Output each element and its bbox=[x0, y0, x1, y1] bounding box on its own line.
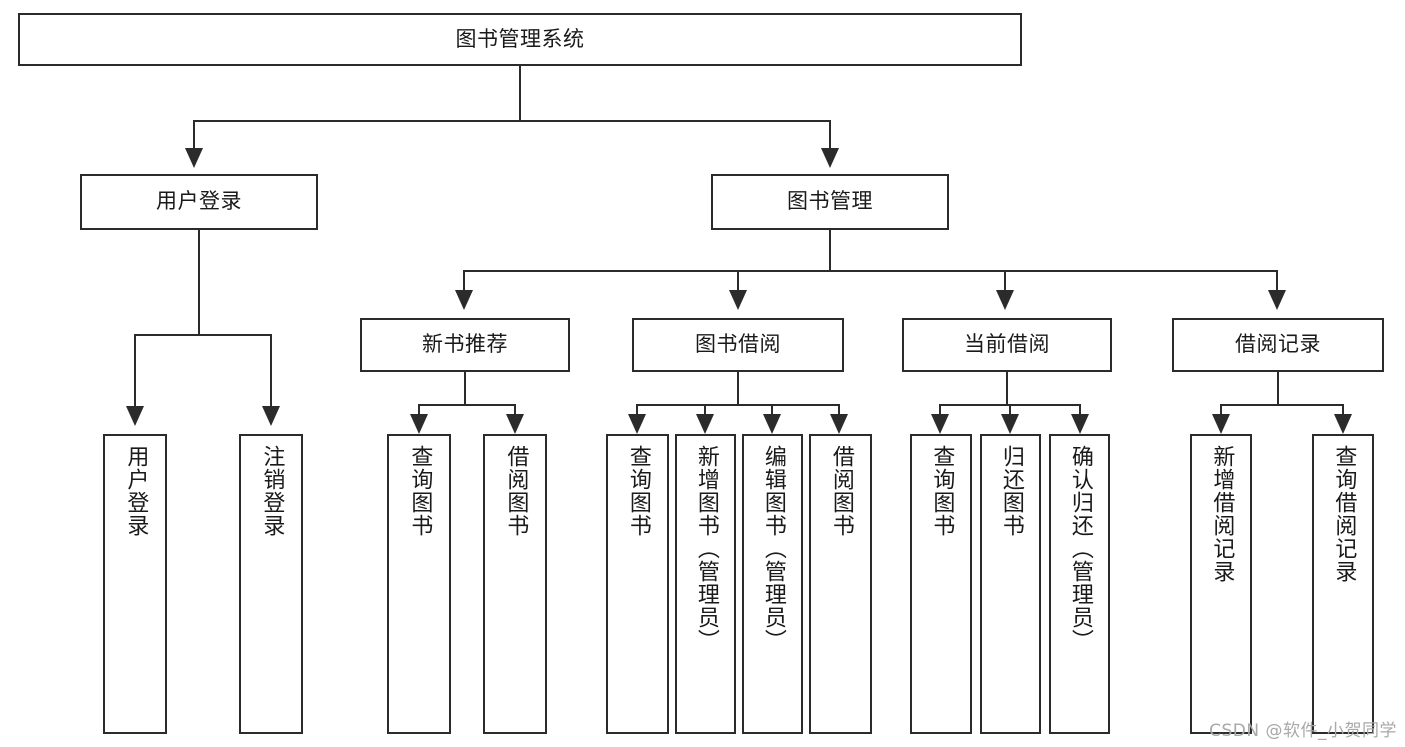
connector-currentborrow-drop-2 bbox=[1009, 404, 1011, 416]
node-label: 查询图书 bbox=[407, 445, 433, 537]
arrow-down-icon bbox=[455, 290, 473, 310]
connector-bookmgmt-drop-3 bbox=[1004, 270, 1006, 292]
leaf-confirm-return-admin[interactable]: 确认归还（管理员） bbox=[1049, 434, 1110, 734]
node-label: 用户登录 bbox=[156, 189, 242, 214]
connector-bookborrow-stem bbox=[737, 372, 739, 406]
connector-bookborrow-rail bbox=[636, 404, 840, 406]
leaf-user-login[interactable]: 用户登录 bbox=[103, 434, 167, 734]
connector-bookmgmt-drop-2 bbox=[737, 270, 739, 292]
arrow-down-icon bbox=[830, 414, 848, 434]
connector-userlogin-drop-2 bbox=[270, 334, 272, 408]
connector-bookmgmt-stem bbox=[829, 230, 831, 271]
arrow-down-icon bbox=[729, 290, 747, 310]
node-label: 新书推荐 bbox=[422, 332, 508, 357]
node-label: 借阅记录 bbox=[1235, 332, 1321, 357]
node-label: 用户登录 bbox=[123, 445, 149, 537]
connector-newbook-drop-1 bbox=[418, 404, 420, 416]
leaf-add-book-admin[interactable]: 新增图书（管理员） bbox=[675, 434, 736, 734]
connector-root-drop-left bbox=[193, 120, 195, 150]
arrow-down-icon bbox=[696, 414, 714, 434]
node-label: 归还图书 bbox=[998, 445, 1024, 537]
connector-borrowrecord-drop-1 bbox=[1220, 404, 1222, 416]
node-label: 编辑图书（管理员） bbox=[760, 445, 786, 652]
arrow-down-icon bbox=[1001, 414, 1019, 434]
node-label: 注销登录 bbox=[259, 445, 285, 537]
leaf-query-borrow-record[interactable]: 查询借阅记录 bbox=[1312, 434, 1374, 734]
node-book-borrow[interactable]: 图书借阅 bbox=[632, 318, 844, 372]
node-label: 当前借阅 bbox=[964, 332, 1050, 357]
node-label: 查询图书 bbox=[929, 445, 955, 537]
connector-bookmgmt-drop-4 bbox=[1276, 270, 1278, 292]
connector-newbook-rail bbox=[418, 404, 516, 406]
arrow-down-icon bbox=[185, 148, 203, 168]
connector-bookborrow-drop-3 bbox=[771, 404, 773, 416]
node-borrow-record[interactable]: 借阅记录 bbox=[1172, 318, 1384, 372]
leaf-add-borrow-record[interactable]: 新增借阅记录 bbox=[1190, 434, 1252, 734]
node-current-borrow[interactable]: 当前借阅 bbox=[902, 318, 1112, 372]
watermark-text: CSDN @软件_小贺同学 bbox=[1209, 721, 1397, 741]
node-book-management[interactable]: 图书管理 bbox=[711, 174, 949, 230]
connector-newbook-stem bbox=[464, 372, 466, 406]
connector-currentborrow-stem bbox=[1006, 372, 1008, 406]
arrow-down-icon bbox=[1268, 290, 1286, 310]
arrow-down-icon bbox=[996, 290, 1014, 310]
arrow-down-icon bbox=[821, 148, 839, 168]
connector-root-stem bbox=[519, 66, 521, 121]
leaf-logout-login[interactable]: 注销登录 bbox=[239, 434, 303, 734]
connector-bookborrow-drop-4 bbox=[838, 404, 840, 416]
connector-currentborrow-drop-3 bbox=[1079, 404, 1081, 416]
arrow-down-icon bbox=[126, 406, 144, 426]
arrow-down-icon bbox=[410, 414, 428, 434]
leaf-query-book-current[interactable]: 查询图书 bbox=[910, 434, 972, 734]
connector-userlogin-rail bbox=[134, 334, 272, 336]
connector-currentborrow-drop-1 bbox=[939, 404, 941, 416]
node-label: 图书借阅 bbox=[695, 332, 781, 357]
connector-bookmgmt-drop-1 bbox=[463, 270, 465, 292]
arrow-down-icon bbox=[628, 414, 646, 434]
leaf-borrow-book-newbook[interactable]: 借阅图书 bbox=[483, 434, 547, 734]
connector-borrowrecord-drop-2 bbox=[1342, 404, 1344, 416]
node-root-system[interactable]: 图书管理系统 bbox=[18, 13, 1022, 66]
leaf-query-book-newbook[interactable]: 查询图书 bbox=[387, 434, 451, 734]
connector-bookmgmt-rail bbox=[463, 270, 1278, 272]
connector-userlogin-drop-1 bbox=[134, 334, 136, 408]
arrow-down-icon bbox=[1334, 414, 1352, 434]
node-label: 图书管理系统 bbox=[455, 26, 585, 51]
node-label: 查询借阅记录 bbox=[1331, 445, 1357, 583]
node-label: 查询图书 bbox=[625, 445, 651, 537]
node-label: 图书管理 bbox=[787, 189, 873, 214]
node-new-book-recommend[interactable]: 新书推荐 bbox=[360, 318, 570, 372]
arrow-down-icon bbox=[262, 406, 280, 426]
node-label: 新增借阅记录 bbox=[1209, 445, 1235, 583]
node-label: 新增图书（管理员） bbox=[693, 445, 719, 652]
connector-userlogin-stem bbox=[198, 230, 200, 335]
arrow-down-icon bbox=[1212, 414, 1230, 434]
connector-borrowrecord-stem bbox=[1277, 372, 1279, 406]
node-user-login[interactable]: 用户登录 bbox=[80, 174, 318, 230]
arrow-down-icon bbox=[931, 414, 949, 434]
connector-newbook-drop-2 bbox=[514, 404, 516, 416]
node-label: 确认归还（管理员） bbox=[1067, 445, 1093, 652]
arrow-down-icon bbox=[1071, 414, 1089, 434]
node-label: 借阅图书 bbox=[828, 445, 854, 537]
connector-bookborrow-drop-1 bbox=[636, 404, 638, 416]
arrow-down-icon bbox=[506, 414, 524, 434]
leaf-edit-book-admin[interactable]: 编辑图书（管理员） bbox=[742, 434, 803, 734]
leaf-return-book[interactable]: 归还图书 bbox=[980, 434, 1041, 734]
leaf-borrow-book-bookborrow[interactable]: 借阅图书 bbox=[809, 434, 872, 734]
connector-bookborrow-drop-2 bbox=[704, 404, 706, 416]
connector-borrowrecord-rail bbox=[1220, 404, 1344, 406]
arrow-down-icon bbox=[763, 414, 781, 434]
connector-root-drop-right bbox=[829, 120, 831, 150]
node-label: 借阅图书 bbox=[503, 445, 529, 537]
leaf-query-book-bookborrow[interactable]: 查询图书 bbox=[606, 434, 669, 734]
connector-root-rail bbox=[193, 120, 831, 122]
